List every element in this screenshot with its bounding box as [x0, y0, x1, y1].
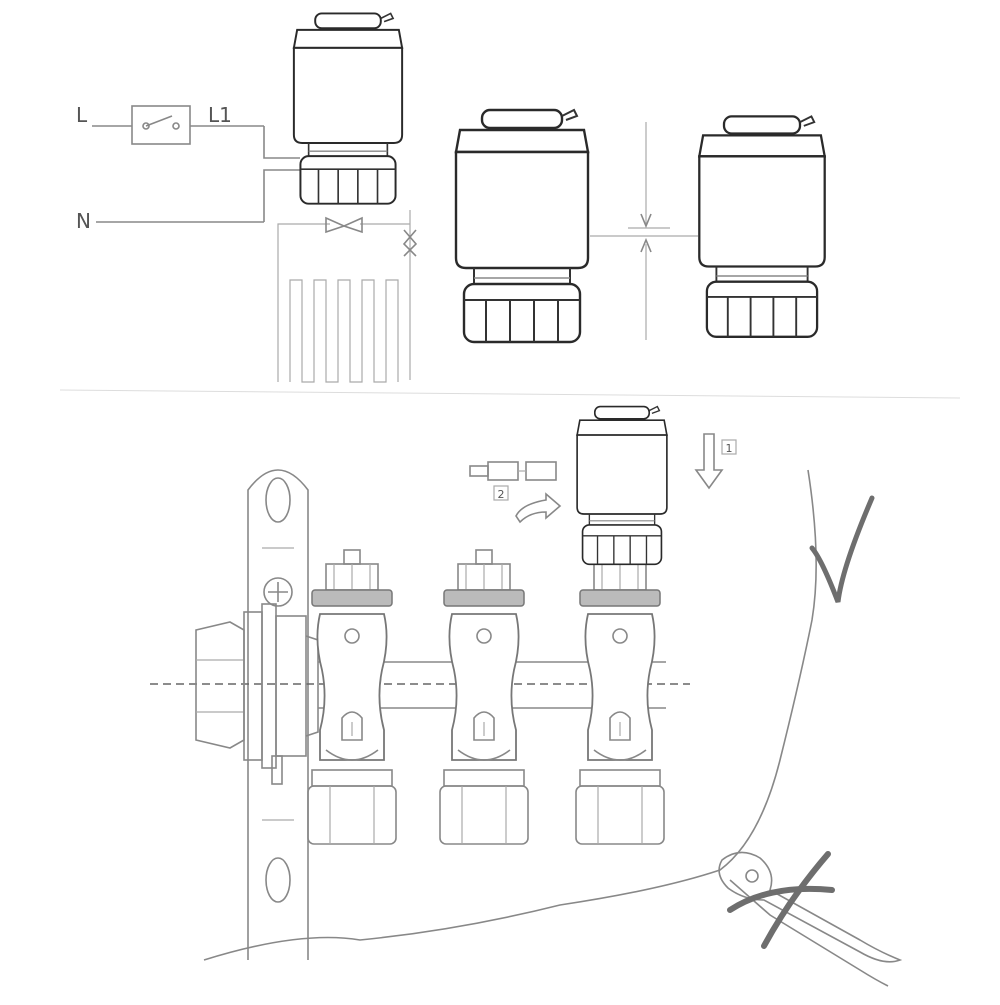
underfloor-heating-loop — [277, 210, 418, 383]
manifold-installation: 1 2 — [150, 405, 903, 987]
wiring-schematic: L L1 N — [76, 12, 418, 383]
switch-icon — [131, 105, 191, 145]
actuator-wired — [292, 12, 404, 205]
neutral-label: N — [76, 209, 91, 233]
step-2-rotate-arrow-icon: 2 — [493, 485, 562, 524]
actuator-stroke-comparison — [454, 108, 826, 344]
mounting-bracket — [247, 469, 309, 960]
manifold-valve-2 — [439, 549, 529, 845]
step-2-label: 2 — [498, 488, 505, 501]
checkmark-icon — [809, 495, 875, 603]
cross-icon — [727, 851, 835, 949]
live-label: L — [76, 103, 88, 127]
step-1-push-arrow-icon: 1 — [694, 433, 737, 490]
actuator-closed — [454, 108, 590, 344]
pliers-icon — [718, 851, 903, 987]
actuator-open — [698, 115, 826, 338]
manifold-valve-3 — [575, 549, 665, 845]
separator-line — [59, 389, 961, 399]
step-1-label: 1 — [726, 442, 733, 455]
stroke-dimension — [590, 122, 698, 340]
adapter-insert — [469, 461, 557, 481]
manifold-valve-1 — [307, 549, 397, 845]
manifold-end-nut — [195, 603, 319, 785]
actuator-mounting — [576, 405, 668, 566]
switched-live-label: L1 — [208, 103, 232, 127]
